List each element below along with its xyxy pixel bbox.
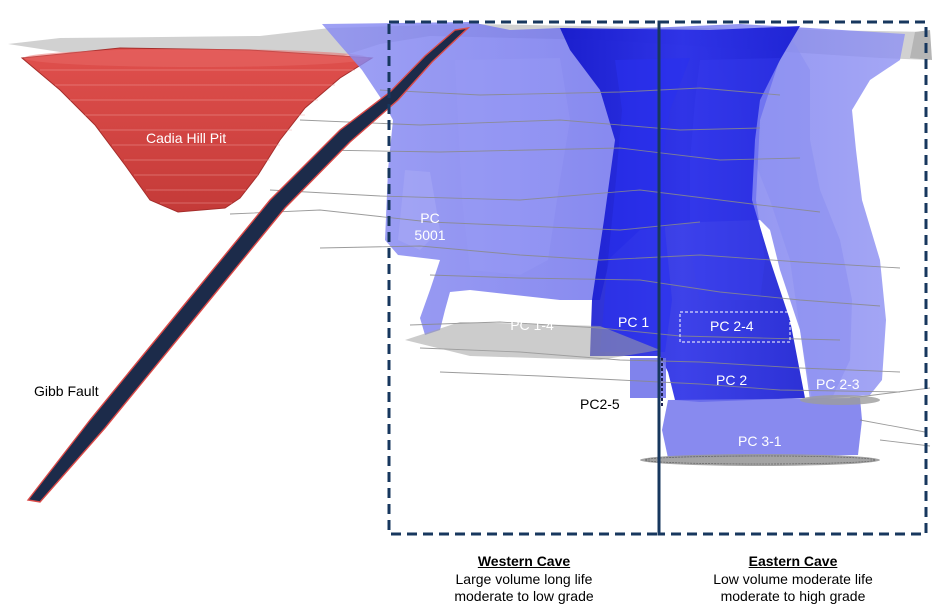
western-cave-desc-line1: Large volume long life xyxy=(455,571,593,587)
eastern-cave-box xyxy=(657,20,928,536)
pc3-1-label: PC 3-1 xyxy=(738,433,782,449)
pc2-label: PC 2 xyxy=(716,372,748,388)
western-cave-title: Western Cave xyxy=(477,553,571,569)
pc2-3-label: PC 2-3 xyxy=(816,376,860,392)
gibb-fault xyxy=(26,26,471,503)
undercut-level-grey xyxy=(405,322,880,405)
pc1-4-label-line2: PC 1-4 xyxy=(510,317,554,333)
cadia-hill-pit xyxy=(20,47,374,213)
pc2-5-block xyxy=(630,358,666,408)
pc5001-label: PC 5001 xyxy=(410,210,450,244)
eastern-cave-desc-line2: moderate to high grade xyxy=(720,588,866,604)
pc2-4-dashed-box xyxy=(679,311,791,343)
western-cave-desc: Large volume long life moderate to low g… xyxy=(404,571,644,605)
pc1-label: PC 1 xyxy=(618,314,650,330)
pc5001-label-line2: 5001 xyxy=(414,227,446,243)
region-boxes xyxy=(387,20,928,536)
eastern-cave-desc: Low volume moderate life moderate to hig… xyxy=(673,571,913,605)
pc2-5-label: PC2-5 xyxy=(580,396,620,412)
pc1-2-pc1-4-label: PC 1-2 & PC 1-4 xyxy=(492,300,572,334)
western-cave-box xyxy=(387,20,661,536)
eastern-cave-title: Eastern Cave xyxy=(748,553,838,569)
pc2-4-label: PC 2-4 xyxy=(710,318,754,334)
level-wireframes xyxy=(229,87,931,447)
pc3-1-body xyxy=(640,398,880,466)
pc1-2-label-line1: PC 1-2 & xyxy=(503,300,561,316)
pc5001-label-line1: PC xyxy=(420,210,440,226)
eastern-cave-desc-line1: Low volume moderate life xyxy=(713,571,873,587)
cadia-hill-pit-label: Cadia Hill Pit xyxy=(146,130,227,146)
western-cave-desc-line2: moderate to low grade xyxy=(454,588,594,604)
cave-core-dark xyxy=(560,26,805,402)
gibb-fault-label: Gibb Fault xyxy=(34,383,99,399)
